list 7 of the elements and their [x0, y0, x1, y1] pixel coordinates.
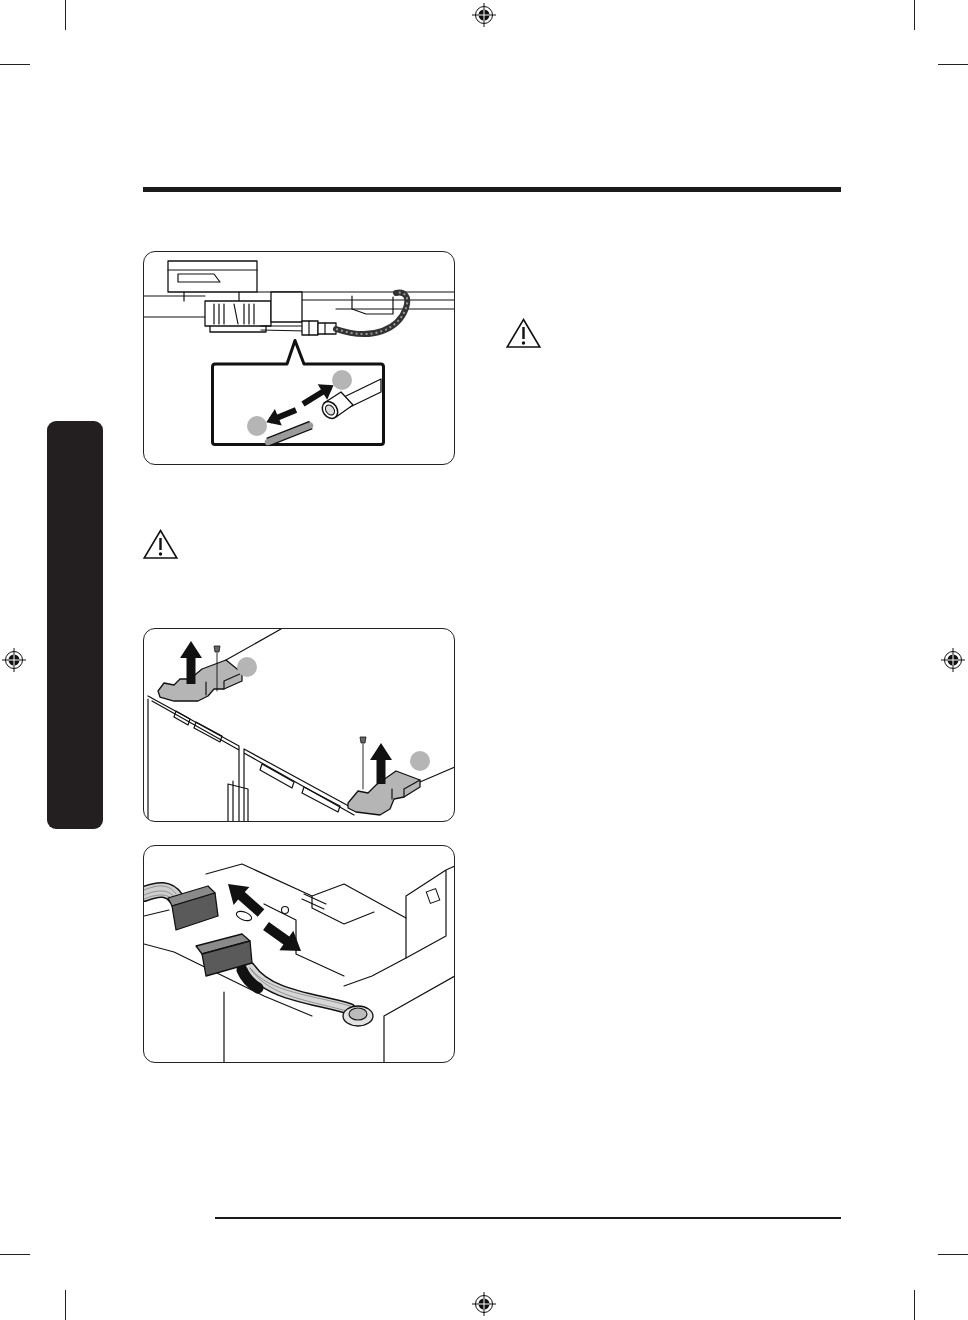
- inset-callout: [211, 339, 385, 446]
- illustration-panel: [143, 251, 455, 465]
- direction-arrow: [266, 407, 298, 426]
- section-tab: [47, 421, 103, 829]
- callout-marker: [410, 751, 430, 771]
- direction-arrow: [301, 384, 334, 407]
- callout-marker: [237, 657, 257, 677]
